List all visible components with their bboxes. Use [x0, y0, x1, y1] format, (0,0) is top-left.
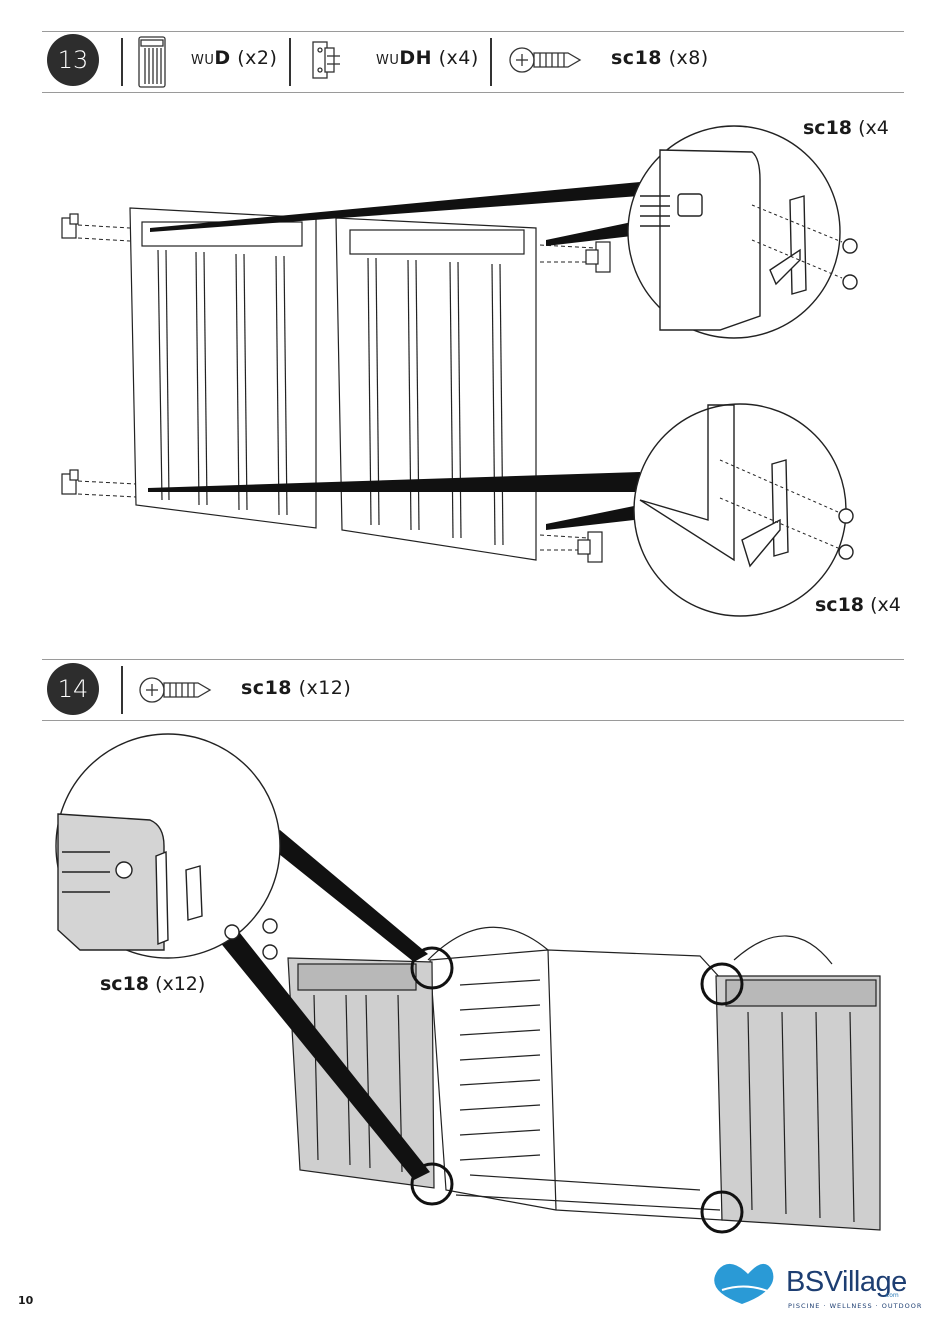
part-code: sc18 [611, 47, 663, 69]
part-qty: (x4) [438, 47, 479, 69]
box-arch-right [733, 935, 833, 965]
step13-part-label-d: WUD (x2) [191, 47, 277, 69]
brand-name: BSVillage [786, 1266, 907, 1298]
step13-part-label-sc18: sc18 (x8) [611, 47, 709, 69]
part-code: D [214, 47, 231, 69]
part-prefix: WU [376, 53, 400, 68]
screw-icon [139, 677, 212, 703]
step14-top-rule [42, 659, 904, 660]
part-code: DH [399, 47, 433, 69]
step14-zoom [55, 733, 281, 960]
step14-part-label-sc18: sc18 (x12) [241, 677, 351, 699]
brand-domain: .com [884, 1292, 899, 1299]
step13-separator-2 [289, 38, 291, 86]
callout-qty: (x4 [870, 594, 901, 616]
box-arch-left [427, 926, 549, 961]
left-door-panel [129, 207, 317, 529]
part-code: sc18 [241, 677, 293, 699]
step13-callout-top: sc18 (x4 [803, 117, 889, 139]
brand-tagline: PISCINE · WELLNESS · OUTDOOR [788, 1302, 923, 1310]
step13-bottom-rule [42, 92, 904, 93]
hinge-circle-top-right [700, 962, 744, 1006]
left-door-grey [287, 957, 435, 1189]
screw-icon [509, 47, 582, 73]
step13-callout-bottom: sc18 (x4 [815, 594, 901, 616]
callout-code: sc18 [803, 117, 853, 139]
callout-code: sc18 [815, 594, 865, 616]
step14-badge: 14 [47, 663, 99, 715]
callout-code: sc18 [100, 973, 150, 995]
door-panel-icon [138, 36, 166, 88]
step14-separator [121, 666, 123, 714]
page-number: 10 [18, 1294, 34, 1307]
heart-logo-icon [714, 1263, 774, 1304]
hinge-circle-bottom-left [410, 1162, 454, 1206]
step13-separator-1 [121, 38, 123, 86]
part-prefix: WU [191, 53, 215, 68]
door-hinge-icon [312, 41, 340, 79]
callout-qty: (x12) [155, 973, 206, 995]
step13-separator-3 [490, 38, 492, 86]
step13-badge: 13 [47, 34, 99, 86]
part-qty: (x12) [298, 677, 352, 699]
right-door-grey [715, 975, 881, 1231]
step13-part-label-dh: WUDH (x4) [376, 47, 479, 69]
step13-zoom-bottom [633, 403, 854, 617]
step13-top-rule [42, 31, 904, 32]
step14-bottom-rule [42, 720, 904, 721]
step13-zoom-top [627, 125, 858, 339]
right-door-panel [335, 217, 537, 561]
hinge-circle-top-left [410, 946, 454, 990]
part-qty: (x2) [237, 47, 278, 69]
hinge-circle-bottom-right [700, 1190, 744, 1234]
callout-qty: (x4 [858, 117, 889, 139]
step14-callout: sc18 (x12) [100, 973, 205, 995]
part-qty: (x8) [668, 47, 709, 69]
